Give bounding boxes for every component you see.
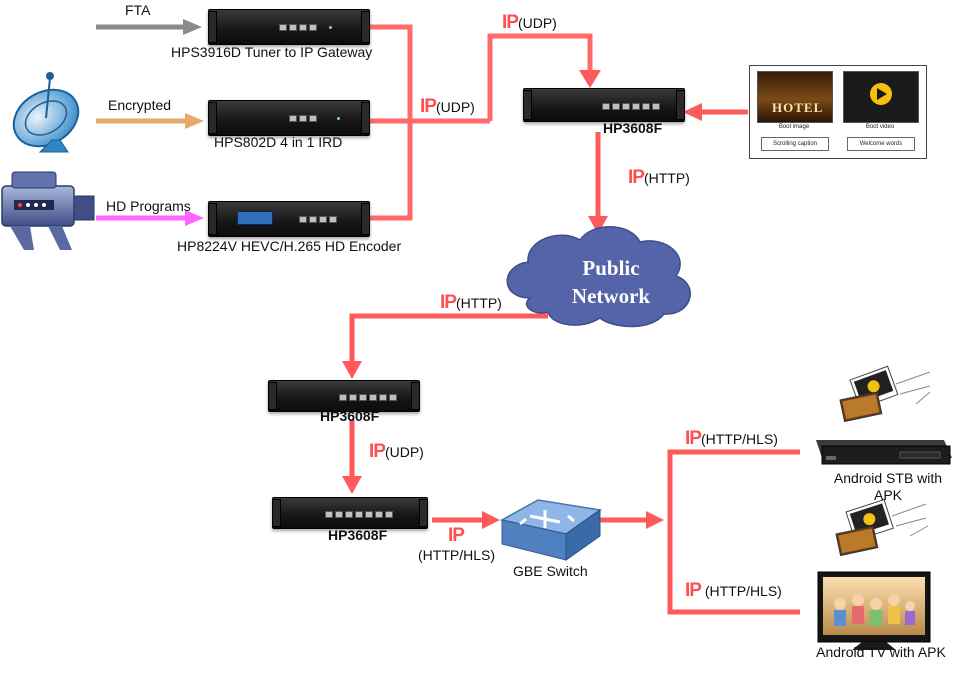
gbe-switch-icon	[499, 499, 602, 561]
public-network-cloud	[506, 226, 691, 328]
ip-http-label-down: IP(HTTP)	[628, 167, 690, 188]
content-preview-panel: HOTEL Boot image Boot video Scrolling ca…	[749, 65, 927, 159]
hp8224v-encoder-device	[208, 201, 370, 237]
encrypted-input-arrow	[96, 113, 204, 129]
server-mid-label: HP3608F	[320, 408, 380, 424]
fta-label: FTA	[125, 2, 151, 18]
ip-udp-label-mid: IP(UDP)	[420, 96, 475, 117]
android-tv-label: Android TV with APK	[816, 644, 946, 660]
boot-image-caption: Boot image	[778, 124, 810, 130]
server-to-cloud-link	[588, 132, 608, 234]
hotel-sign-text: HOTEL	[772, 100, 824, 115]
cloud-to-server-link	[342, 313, 548, 379]
ip-label-switch: IP	[448, 525, 465, 546]
gateway-label: HPS3916D Tuner to IP Gateway	[171, 44, 373, 60]
server-to-switch-link	[432, 511, 500, 529]
camera-icon	[1, 171, 95, 250]
scrolling-caption-box: Scrolling caption	[761, 137, 829, 151]
hp3608f-server-mid	[268, 380, 420, 412]
ird-label: HPS802D 4 in 1 IRD	[214, 134, 343, 150]
cloud-line1: Public	[582, 256, 640, 280]
http-hls-label-switch: (HTTP/HLS)	[418, 547, 495, 563]
fta-input-arrow	[96, 19, 202, 35]
ip-http-hls-label-tv: IP (HTTP/HLS)	[685, 580, 782, 601]
hd-input-arrow	[96, 210, 204, 226]
android-stb-device	[816, 365, 952, 465]
ip-http-hls-label-stb: IP(HTTP/HLS)	[685, 428, 778, 449]
play-icon	[870, 83, 892, 105]
ip-http-label-left: IP(HTTP)	[440, 292, 502, 313]
hd-programs-label: HD Programs	[106, 198, 191, 214]
ip-udp-label-top: IP(UDP)	[502, 12, 557, 33]
cloud-line2: Network	[571, 284, 651, 308]
encoder-label: HP8224V HEVC/H.265 HD Encoder	[177, 238, 402, 254]
server-bottom-label: HP3608F	[328, 527, 388, 543]
hp3608f-server-top	[523, 88, 685, 122]
boot-video-tile	[843, 71, 919, 123]
satellite-dish-icon	[12, 72, 80, 153]
welcome-words-box: Welcome words	[847, 137, 915, 151]
panel-to-server-link	[683, 103, 748, 121]
udp-links	[368, 24, 593, 221]
boot-video-caption: Boot video	[865, 124, 895, 130]
hps3916d-gateway-device	[208, 9, 370, 45]
encrypted-label: Encrypted	[108, 97, 172, 113]
server-to-server-link	[342, 420, 362, 494]
android-tv-device	[817, 499, 931, 650]
server-top-label: HP3608F	[603, 120, 663, 136]
switch-to-clients-link	[600, 449, 800, 615]
ip-udp-label-lower: IP(UDP)	[369, 441, 424, 462]
boot-image-tile: HOTEL	[757, 71, 833, 123]
hp3608f-server-bottom	[272, 497, 428, 529]
android-stb-label: Android STB with APK	[833, 470, 943, 503]
hps802d-ird-device	[208, 100, 370, 136]
public-network-label: Public Network	[556, 254, 666, 310]
arrow-to-top-server	[579, 70, 601, 88]
gbe-switch-label: GBE Switch	[513, 563, 588, 579]
